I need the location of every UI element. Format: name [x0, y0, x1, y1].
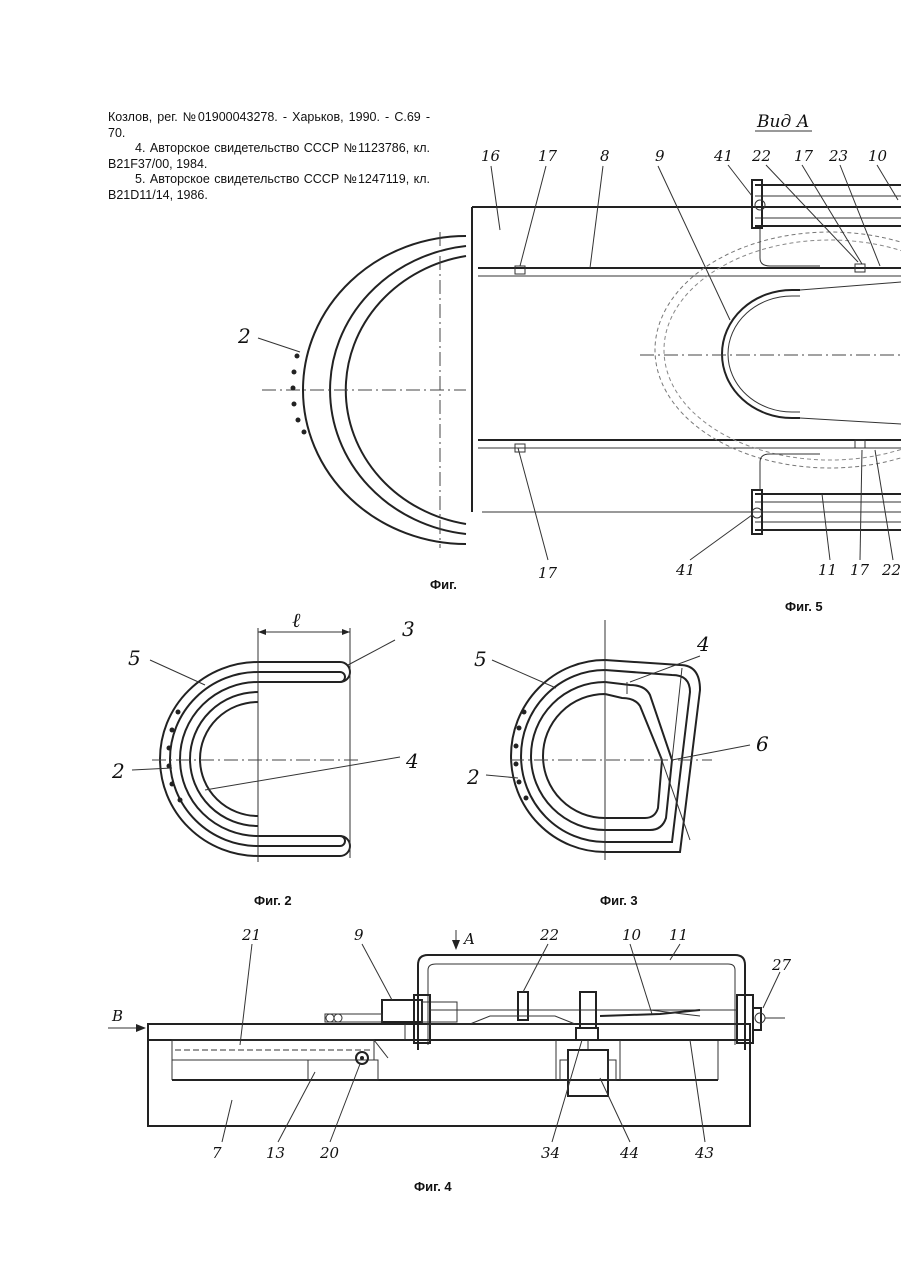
fig5-label-bottom-3: 11: [818, 561, 837, 579]
fig4-label-13: 13: [266, 1144, 285, 1162]
fig4-label-44: 44: [619, 1144, 639, 1162]
fig3-label-5: 5: [474, 647, 487, 671]
fig5-label-bottom-2: 41: [675, 561, 695, 579]
figure-3-caption: Фиг. 3: [600, 893, 638, 908]
fig3-label-6: 6: [756, 732, 769, 756]
fig4-label-43: 43: [694, 1144, 714, 1162]
fig2-dimension-label: ℓ: [292, 608, 301, 632]
fig2-label-2: 2: [111, 759, 125, 783]
fig4-side-arrow-label: B: [111, 1007, 123, 1025]
fig5-label-bottom-4: 17: [850, 561, 870, 579]
fig3-label-4: 4: [696, 632, 710, 656]
fig4-label-27: 27: [771, 956, 792, 974]
fig5-label-top-2: 17: [538, 147, 558, 165]
fig5-view-title: Вид А: [756, 112, 810, 132]
fig5-label-bottom-5: 22: [881, 561, 901, 579]
fig4-label-11: 11: [669, 926, 688, 944]
fig5-label-top-1: 16: [481, 147, 501, 165]
figure-3-drawing: 5 4 6 2: [466, 620, 769, 860]
fig3-label-2: 2: [466, 765, 480, 789]
fig5-label-top-8: 23: [828, 147, 848, 165]
fig4-label-9: 9: [354, 926, 364, 944]
fig5-label-top-7: 17: [794, 147, 814, 165]
fig4-label-10: 10: [622, 926, 642, 944]
fig5-label-top-4: 9: [655, 147, 665, 165]
fig5-label-top-9: 10: [868, 147, 888, 165]
figure-1-drawing: 2: [237, 232, 466, 548]
fig2-label-3: 3: [402, 617, 415, 641]
figure-1-caption: Фиг.: [430, 577, 457, 592]
fig2-label-5: 5: [128, 646, 141, 670]
fig5-label-top-6: 22: [751, 147, 771, 165]
fig4-label-22: 22: [539, 926, 559, 944]
figure-4-drawing: B A 21 9 22 10 11 27 7 13 20 34 44 43: [108, 926, 792, 1162]
figure-4-caption: Фиг. 4: [414, 1179, 452, 1194]
figure-2-drawing: ℓ 5 3 2 4: [111, 608, 419, 862]
figure-5-drawing: Вид А: [472, 112, 901, 582]
fig1-label: 2: [237, 324, 251, 348]
fig5-label-top-5: 41: [713, 147, 733, 165]
figure-5-caption: Фиг. 5: [785, 599, 823, 614]
fig5-label-top-3: 8: [600, 147, 610, 165]
fig4-label-34: 34: [541, 1144, 560, 1162]
fig5-label-bottom-1: 17: [538, 564, 558, 582]
figure-2-caption: Фиг. 2: [254, 893, 292, 908]
fig4-label-20: 20: [319, 1144, 340, 1162]
fig4-label-21: 21: [241, 926, 261, 944]
fig4-label-7: 7: [212, 1144, 222, 1162]
fig2-label-4: 4: [405, 749, 419, 773]
fig4-view-arrow-label: A: [462, 930, 475, 948]
